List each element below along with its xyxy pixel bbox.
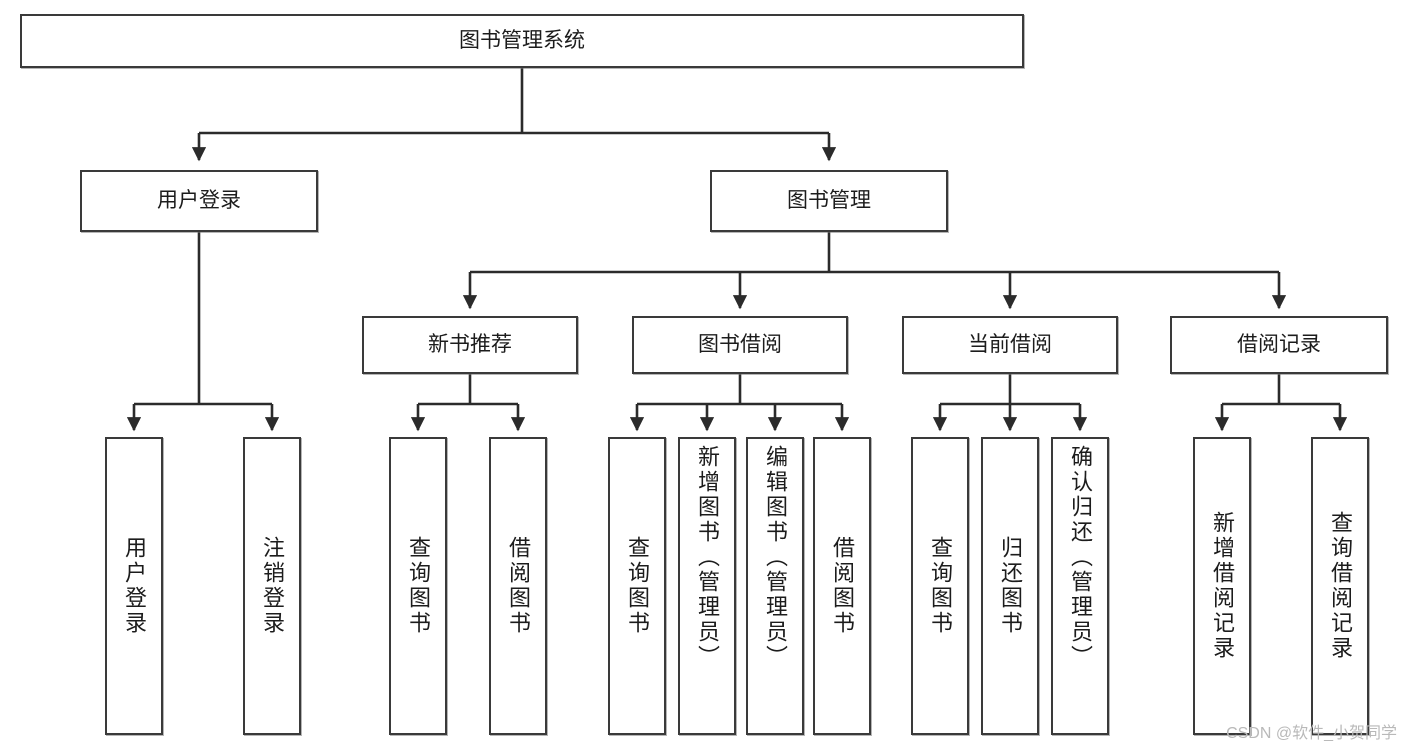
leaf-current-confirm-return-admin-label: 确认归还（管理员） — [1068, 445, 1093, 670]
leaf-current-query[interactable]: 查询图书 — [911, 437, 969, 735]
node-root-label: 图书管理系统 — [459, 29, 585, 53]
node-book-management[interactable]: 图书管理 — [710, 170, 948, 232]
leaf-new-book-borrow[interactable]: 借阅图书 — [489, 437, 547, 735]
leaf-user-login-signout-label: 注销登录 — [260, 536, 285, 636]
leaf-record-query[interactable]: 查询借阅记录 — [1311, 437, 1369, 735]
node-root[interactable]: 图书管理系统 — [20, 14, 1024, 68]
leaf-record-query-label: 查询借阅记录 — [1328, 511, 1353, 661]
leaf-borrow-add-admin-label: 新增图书（管理员） — [695, 445, 720, 670]
leaf-borrow-lend[interactable]: 借阅图书 — [813, 437, 871, 735]
leaf-current-return[interactable]: 归还图书 — [981, 437, 1039, 735]
node-borrow-record[interactable]: 借阅记录 — [1170, 316, 1388, 374]
leaf-current-confirm-return-admin[interactable]: 确认归还（管理员） — [1051, 437, 1109, 735]
leaf-borrow-query-label: 查询图书 — [625, 536, 650, 636]
leaf-new-book-borrow-label: 借阅图书 — [506, 536, 531, 636]
leaf-user-login-signin-label: 用户登录 — [122, 536, 147, 636]
leaf-borrow-edit-admin[interactable]: 编辑图书（管理员） — [746, 437, 804, 735]
node-book-borrow-label: 图书借阅 — [698, 333, 782, 357]
watermark: CSDN @软件_小贺同学 — [1226, 725, 1397, 742]
leaf-borrow-lend-label: 借阅图书 — [830, 536, 855, 636]
leaf-borrow-add-admin[interactable]: 新增图书（管理员） — [678, 437, 736, 735]
node-new-book-recommend[interactable]: 新书推荐 — [362, 316, 578, 374]
node-current-borrow[interactable]: 当前借阅 — [902, 316, 1118, 374]
leaf-user-login-signout[interactable]: 注销登录 — [243, 437, 301, 735]
node-new-book-recommend-label: 新书推荐 — [428, 333, 512, 357]
node-book-borrow[interactable]: 图书借阅 — [632, 316, 848, 374]
node-user-login[interactable]: 用户登录 — [80, 170, 318, 232]
leaf-new-book-query-label: 查询图书 — [406, 536, 431, 636]
leaf-record-add-label: 新增借阅记录 — [1210, 511, 1235, 661]
leaf-borrow-query[interactable]: 查询图书 — [608, 437, 666, 735]
node-current-borrow-label: 当前借阅 — [968, 333, 1052, 357]
node-user-login-label: 用户登录 — [157, 189, 241, 213]
leaf-current-query-label: 查询图书 — [928, 536, 953, 636]
leaf-borrow-edit-admin-label: 编辑图书（管理员） — [763, 445, 788, 670]
node-borrow-record-label: 借阅记录 — [1237, 333, 1321, 357]
leaf-user-login-signin[interactable]: 用户登录 — [105, 437, 163, 735]
leaf-new-book-query[interactable]: 查询图书 — [389, 437, 447, 735]
leaf-current-return-label: 归还图书 — [998, 536, 1023, 636]
leaf-record-add[interactable]: 新增借阅记录 — [1193, 437, 1251, 735]
node-book-management-label: 图书管理 — [787, 189, 871, 213]
